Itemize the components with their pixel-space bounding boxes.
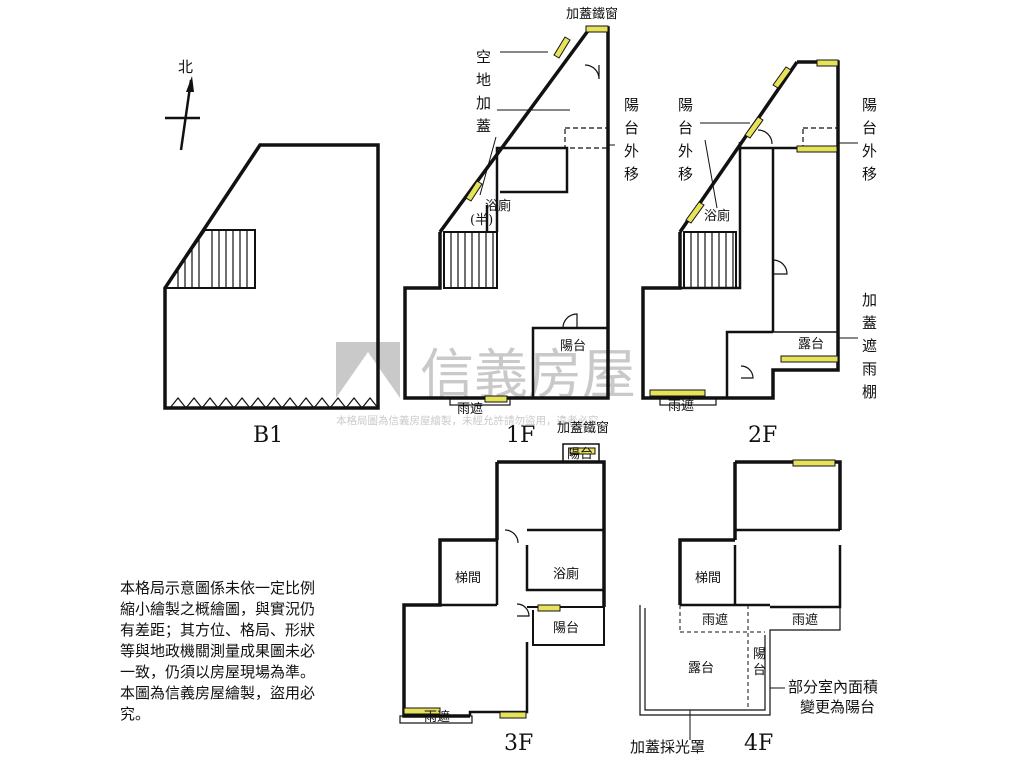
2f-vertical-far-right: 加 蓋 遮 雨 棚 [862,291,877,401]
svg-text:加: 加 [476,94,491,112]
svg-text:台: 台 [862,119,877,137]
watermark: 信義房屋 本格局圖為信義房屋繪製，未經允許請勿盜用，違者必究 [336,342,636,427]
1f-bath-half-label: (半) [470,213,493,228]
4f-stairs-label: 梯間 [695,571,721,586]
4f-windows [792,459,836,467]
4f-annot-right2: 變更為陽台 [800,698,875,716]
2f-leaders [700,122,858,339]
watermark-logo [336,342,400,398]
3f-balcony-label: 陽台 [553,621,579,636]
compass-arrow-icon [186,76,194,92]
svg-text:加: 加 [862,291,877,309]
4f-canopy2-label: 雨遮 [792,612,818,628]
svg-text:棚: 棚 [862,383,877,401]
svg-text:陽: 陽 [753,647,766,662]
svg-text:外: 外 [624,142,639,160]
2f-windows [649,59,839,397]
svg-text:移: 移 [678,165,693,183]
floor-label-b1: B1 [253,423,283,448]
disclaimer-text: 本格局示意圖係未依一定比例 縮小繪製之概繪圖，與實況仍 有差距；其方位、格局、形… [120,579,316,723]
svg-text:遮: 遮 [862,337,877,355]
floor-label-2f: 2F [748,423,777,448]
b1-stair-treads [177,230,248,288]
plan-2f [641,60,840,406]
svg-text:蓋: 蓋 [862,314,877,332]
svg-text:空: 空 [476,48,491,66]
2f-vertical-left: 陽 台 外 移 [678,96,693,183]
watermark-subtitle: 本格局圖為信義房屋繪製，未經允許請勿盜用，違者必究 [336,414,599,427]
1f-windows [465,25,609,403]
svg-text:陽: 陽 [678,96,693,114]
4f-canopy1-label: 雨遮 [702,612,728,628]
compass-north-label: 北 [178,58,193,76]
1f-leaders [479,51,615,196]
svg-text:雨: 雨 [862,360,877,378]
1f-balcony-label: 陽台 [560,339,586,354]
4f-terrace-label: 露台 [688,661,714,676]
b1-staircase [163,229,256,289]
floor-label-4f: 4F [744,731,773,756]
2f-canopy-label: 雨遮 [668,398,694,414]
1f-inner-room [495,146,569,232]
plan-b1 [163,143,380,410]
2f-bath-label: 浴廁 [704,208,730,224]
svg-text:地: 地 [476,71,491,89]
svg-text:外: 外 [862,142,877,160]
4f-balcony-vertical: 陽 台 [753,647,766,678]
1f-bath-label: 浴廁 [485,198,511,214]
svg-text:台: 台 [678,119,693,137]
2f-vertical-right: 陽 台 外 移 [862,96,877,183]
2f-terrace-label: 露台 [798,337,824,352]
compass: 北 [165,58,200,151]
3f-balcony-top-label: 陽台 [567,447,593,462]
plan-3f [399,443,606,724]
svg-text:移: 移 [862,165,877,183]
4f-annot-right1: 部分室內面積 [788,678,878,696]
3f-stairs-label: 梯間 [455,571,481,586]
1f-vertical-left: 空 地 加 蓋 [476,48,491,135]
svg-text:外: 外 [678,142,693,160]
1f-canopy [449,397,511,406]
floor-label-3f: 3F [504,731,533,756]
3f-bath-label: 浴廁 [553,566,579,582]
watermark-brand: 信義房屋 [420,343,636,406]
1f-balcony-walls [531,326,608,398]
3f-windows [403,447,596,719]
3f-canopy-label: 雨遮 [424,709,450,725]
1f-balcony-moved [564,127,609,149]
1f-diagonal-wall [438,26,592,234]
svg-text:蓋: 蓋 [476,117,491,135]
4f-annot-bottom: 加蓋採光罩 [630,738,705,756]
svg-text:台: 台 [753,663,766,678]
plan-4f [639,460,842,740]
svg-text:台: 台 [624,119,639,137]
watermark-logo-roof [336,352,400,398]
1f-iron-window-label: 加蓋鐵窗 [566,6,618,22]
1f-vertical-right: 陽 台 外 移 [624,96,639,183]
svg-text:陽: 陽 [624,96,639,114]
svg-text:移: 移 [624,165,639,183]
svg-text:陽: 陽 [862,96,877,114]
floor-label-1f: 1F [506,423,535,448]
1f-door-swing [584,64,600,80]
1f-canopy-label: 雨遮 [457,401,483,417]
3f-iron-window-label: 加蓋鐵窗 [557,420,609,436]
b1-zigzag-wall [169,397,379,409]
1f-staircase [443,231,498,289]
